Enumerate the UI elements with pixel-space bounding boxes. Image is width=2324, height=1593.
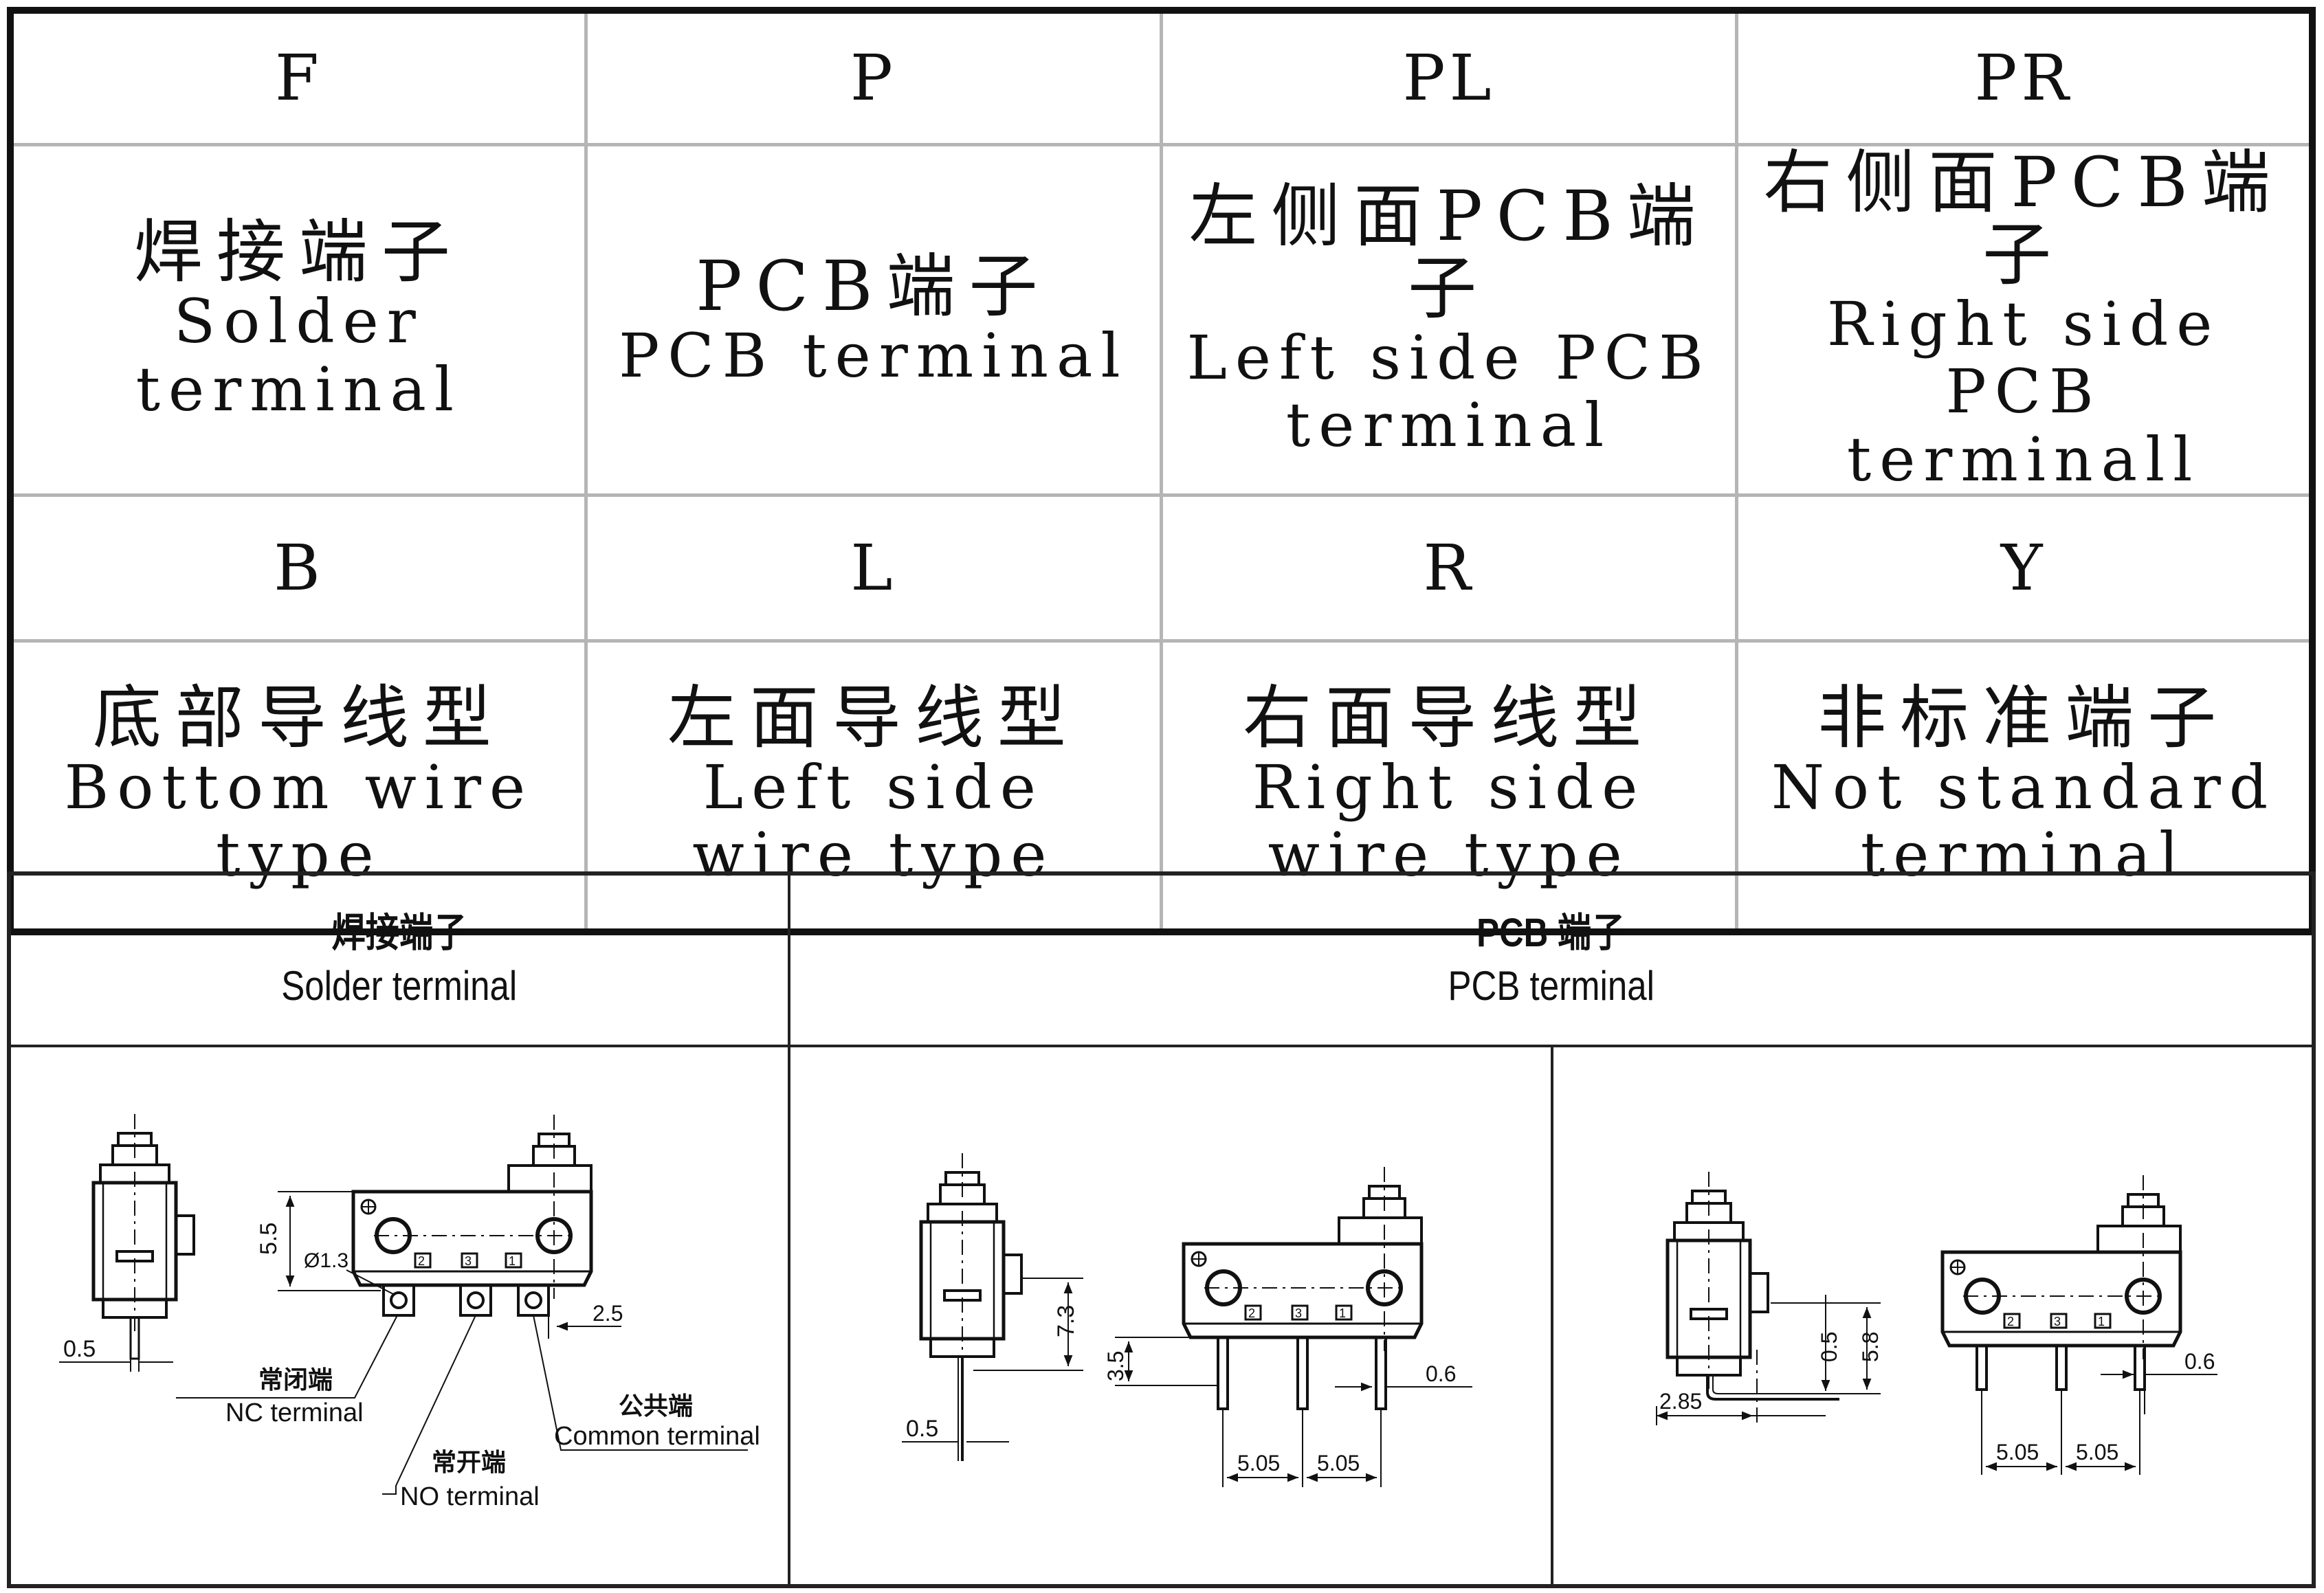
- desc-zh: 左面导线型: [667, 677, 1080, 758]
- pin-label: 1: [509, 1254, 516, 1268]
- code-cell: B: [8, 493, 588, 643]
- desc-en: Left side PCB terminal: [1186, 322, 1712, 461]
- com-label-zh: 公共端: [619, 1392, 693, 1420]
- code-PR: PR: [1974, 41, 2073, 115]
- dim-pcb-pin-projection: 3.5: [1103, 1351, 1128, 1381]
- code-cell: Y: [1735, 493, 2314, 643]
- desc-zh: PCB端子: [696, 245, 1052, 326]
- solder-tab-no: [459, 1284, 492, 1317]
- dim-side-b: 5.8: [1858, 1332, 1883, 1362]
- pin-label: 3: [465, 1254, 472, 1268]
- code-L: L: [850, 531, 897, 605]
- dim-solder-hole: Ø1.3: [304, 1249, 348, 1272]
- pcb-bent-pin: [1706, 1375, 1839, 1401]
- dim-side-pin-width: 0.6: [2184, 1349, 2215, 1374]
- desc-zh: 底部导线型: [92, 677, 505, 758]
- dim-solder-height: 5.5: [256, 1223, 282, 1255]
- dim-pcb-side: 0.5: [906, 1416, 938, 1442]
- solder-header-en: Solder terminal: [281, 962, 518, 1009]
- code-P: P: [850, 41, 897, 115]
- nc-label-en: NC terminal: [225, 1399, 364, 1427]
- desc-en: Right side wire type: [1252, 751, 1646, 891]
- code-cell: PR: [1735, 8, 2314, 146]
- dim-pcb-pitch-1: 5.05: [1237, 1451, 1280, 1475]
- code-row-2: B L R Y: [8, 493, 2314, 643]
- solder-tab-com: [517, 1284, 550, 1317]
- code-cell: L: [584, 493, 1164, 643]
- pin-label: 2: [1248, 1306, 1255, 1320]
- nc-label-zh: 常闭端: [258, 1366, 333, 1394]
- desc-en: Bottom wire type: [64, 751, 534, 891]
- code-row-1: F P PL PR: [8, 8, 2314, 146]
- code-cell: P: [584, 8, 1164, 146]
- desc-en: Left side wire type: [692, 751, 1055, 891]
- dim-solder-side: 0.5: [63, 1336, 96, 1362]
- code-cell: R: [1159, 493, 1739, 643]
- desc-zh: 非标准端子: [1817, 677, 2231, 758]
- pcb-straight-drawing: 0.5 7.3 2 3 1 3.5 0.6: [902, 1153, 1472, 1487]
- solder-side-pin: [129, 1316, 140, 1360]
- desc-zh: 左侧面PCB端子: [1188, 175, 1709, 328]
- pin-label: 2: [2007, 1315, 2014, 1328]
- desc-en: PCB terminal: [619, 320, 1129, 391]
- desc-zh: 右侧面PCB端子: [1763, 142, 2284, 295]
- dim-side-a: 0.5: [1817, 1332, 1841, 1362]
- pcb-side-drawing: 2.85 0.5 5.8 2 3 1 0.6: [1656, 1172, 2217, 1475]
- solder-header: 焊接端子 Solder terminal: [11, 876, 788, 1047]
- desc-zh: 右面导线型: [1243, 677, 1656, 758]
- dim-side-pitch-1: 5.05: [1996, 1440, 2039, 1464]
- pcb-header-en: PCB terminal: [1448, 962, 1655, 1009]
- no-label-zh: 常开端: [432, 1448, 506, 1476]
- pcb-header: PCB 端子 PCB terminal: [790, 876, 2312, 1047]
- code-cell: F: [8, 8, 588, 146]
- solder-header-zh: 焊接端子: [331, 911, 467, 956]
- pin-label: 3: [2054, 1315, 2061, 1328]
- code-R: R: [1423, 531, 1475, 605]
- pcb-header-zh: PCB 端子: [1476, 911, 1626, 956]
- divider-pcb-variants: [1551, 1047, 1553, 1584]
- pcb-pin: [1976, 1344, 1988, 1391]
- pin-label: 1: [2098, 1315, 2105, 1328]
- code-Y: Y: [2000, 531, 2047, 605]
- com-label-en: Common terminal: [554, 1422, 760, 1451]
- desc-en: Not standard terminal: [1771, 751, 2277, 891]
- dim-solder-pitch: 2.5: [593, 1301, 623, 1326]
- pcb-pin: [1296, 1336, 1309, 1410]
- drawing-section: 焊接端子 Solder terminal PCB 端子 PCB terminal: [7, 871, 2316, 1588]
- technical-drawings: 0.5 2 3 1 5.5 Ø1.3: [59, 876, 2217, 1511]
- code-PL: PL: [1402, 41, 1496, 115]
- dim-side-offset: 2.85: [1659, 1389, 1702, 1414]
- dim-pcb-pitch-2: 5.05: [1317, 1451, 1360, 1475]
- no-label-en: NO terminal: [400, 1482, 540, 1511]
- desc-en: Right side PCB terminall: [1826, 288, 2221, 495]
- code-cell: PL: [1159, 8, 1739, 146]
- solder-tab-nc: [382, 1284, 415, 1317]
- code-F: F: [274, 41, 323, 115]
- pcb-pin: [1217, 1336, 1229, 1410]
- pcb-pin: [2055, 1344, 2068, 1391]
- divider-solder-pcb: [788, 876, 790, 1584]
- desc-zh: 焊接端子: [133, 212, 464, 293]
- solder-drawing: 0.5 2 3 1 5.5 Ø1.3: [59, 1114, 760, 1511]
- pin-label: 2: [418, 1254, 425, 1268]
- code-B: B: [274, 531, 324, 605]
- dim-pcb-pin-length: 7.3: [1053, 1305, 1079, 1337]
- pin-label: 1: [1339, 1306, 1346, 1320]
- desc-en: Solder terminal: [135, 286, 463, 425]
- dim-pcb-pin-width: 0.6: [1426, 1361, 1456, 1386]
- dim-side-pitch-2: 5.05: [2076, 1440, 2118, 1464]
- pin-label: 3: [1295, 1306, 1302, 1320]
